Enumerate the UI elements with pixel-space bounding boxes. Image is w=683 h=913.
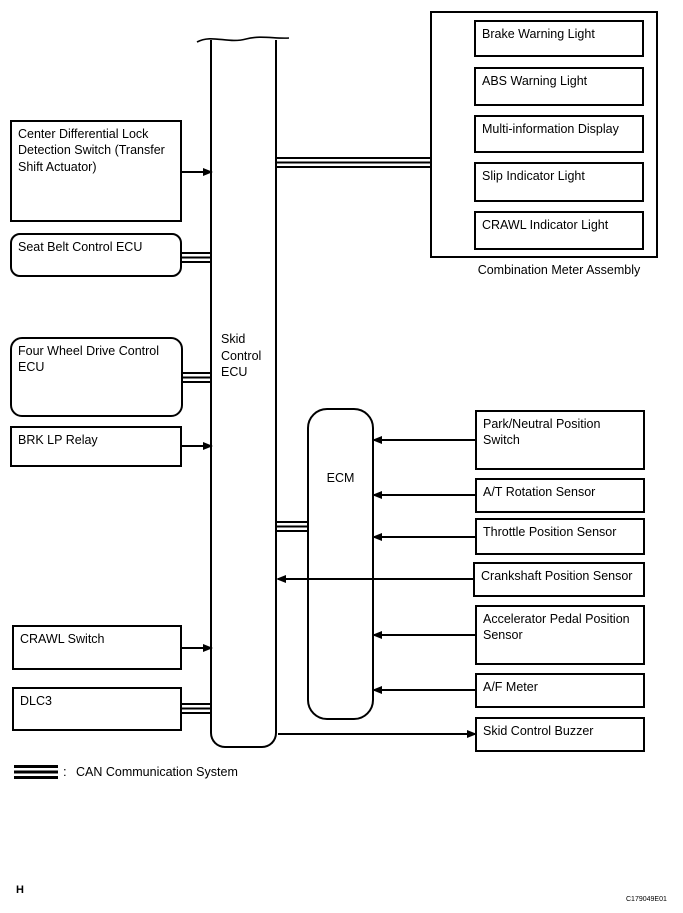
box-park-neutral-position-switch: Park/Neutral Position Switch (475, 410, 645, 470)
box-accelerator-pedal-position-sensor: Accelerator Pedal Position Sensor (475, 605, 645, 665)
skid-control-ecu-label: Skid Control ECU (221, 332, 262, 379)
ecm-box (307, 408, 374, 720)
can-link-dlc3 (182, 703, 210, 714)
box-label: Four Wheel Drive Control ECU (18, 344, 160, 375)
connector-crankshaft-arrow (278, 578, 473, 580)
box-label: CRAWL Switch (20, 632, 105, 646)
ecm-label: ECM (326, 471, 355, 485)
box-label: Center Differential Lock Detection Switc… (18, 127, 165, 174)
box-crawl-switch: CRAWL Switch (12, 625, 182, 670)
box-abs-warning-light: ABS Warning Light (474, 67, 644, 106)
box-label: ABS Warning Light (482, 74, 588, 88)
box-label: Accelerator Pedal Position Sensor (483, 612, 630, 643)
box-label: Park/Neutral Position Switch (483, 417, 601, 448)
box-label: A/T Rotation Sensor (483, 485, 596, 499)
box-brake-warning-light: Brake Warning Light (474, 20, 644, 57)
column-break-wave (196, 36, 290, 43)
connector-af-meter-arrow (374, 689, 475, 691)
legend-label: CAN Communication System (76, 765, 238, 779)
box-label: DLC3 (20, 694, 52, 708)
box-throttle-position-sensor: Throttle Position Sensor (475, 518, 645, 555)
box-af-meter: A/F Meter (475, 673, 645, 708)
can-link-combination-meter (277, 157, 430, 168)
box-slip-indicator-light: Slip Indicator Light (474, 162, 644, 202)
can-link-four-wheel-drive (183, 372, 210, 383)
box-label: Seat Belt Control ECU (18, 240, 143, 254)
box-four-wheel-drive-control-ecu: Four Wheel Drive Control ECU (10, 337, 183, 417)
connector-crawl-arrow (182, 647, 211, 649)
box-label: Throttle Position Sensor (483, 525, 617, 539)
box-label: Multi-information Display (482, 122, 619, 136)
box-label: Brake Warning Light (482, 27, 595, 41)
legend-colon: : (63, 764, 67, 779)
box-seat-belt-control-ecu: Seat Belt Control ECU (10, 233, 182, 277)
can-link-seat-belt (182, 252, 210, 263)
box-skid-control-buzzer: Skid Control Buzzer (475, 717, 645, 752)
box-label: Skid Control Buzzer (483, 724, 594, 738)
box-label: BRK LP Relay (18, 433, 98, 447)
connector-center-diff-arrow (182, 171, 211, 173)
connector-at-rotation-arrow (374, 494, 475, 496)
box-dlc3: DLC3 (12, 687, 182, 731)
box-at-rotation-sensor: A/T Rotation Sensor (475, 478, 645, 513)
can-link-ecm (277, 521, 307, 532)
box-center-differential-lock-switch: Center Differential Lock Detection Switc… (10, 120, 182, 222)
box-label: Crankshaft Position Sensor (481, 569, 633, 583)
connector-buzzer-arrow (278, 733, 475, 735)
connector-accelerator-arrow (374, 634, 475, 636)
combination-meter-assembly-label: Combination Meter Assembly (477, 263, 641, 277)
connector-throttle-arrow (374, 536, 475, 538)
box-crankshaft-position-sensor: Crankshaft Position Sensor (473, 562, 645, 597)
can-line-symbol (14, 765, 58, 779)
box-label: A/F Meter (483, 680, 538, 694)
box-crawl-indicator-light: CRAWL Indicator Light (474, 211, 644, 250)
connector-brk-lp-arrow (182, 445, 211, 447)
box-brk-lp-relay: BRK LP Relay (10, 426, 182, 467)
skid-control-ecu-column (210, 40, 277, 748)
connector-park-neutral-arrow (374, 439, 475, 441)
box-label: CRAWL Indicator Light (482, 218, 609, 232)
box-label: Slip Indicator Light (482, 169, 585, 183)
footer-page-marker: H (16, 884, 24, 896)
box-multi-information-display: Multi-information Display (474, 115, 644, 153)
figure-code: C179049E01 (626, 896, 667, 903)
